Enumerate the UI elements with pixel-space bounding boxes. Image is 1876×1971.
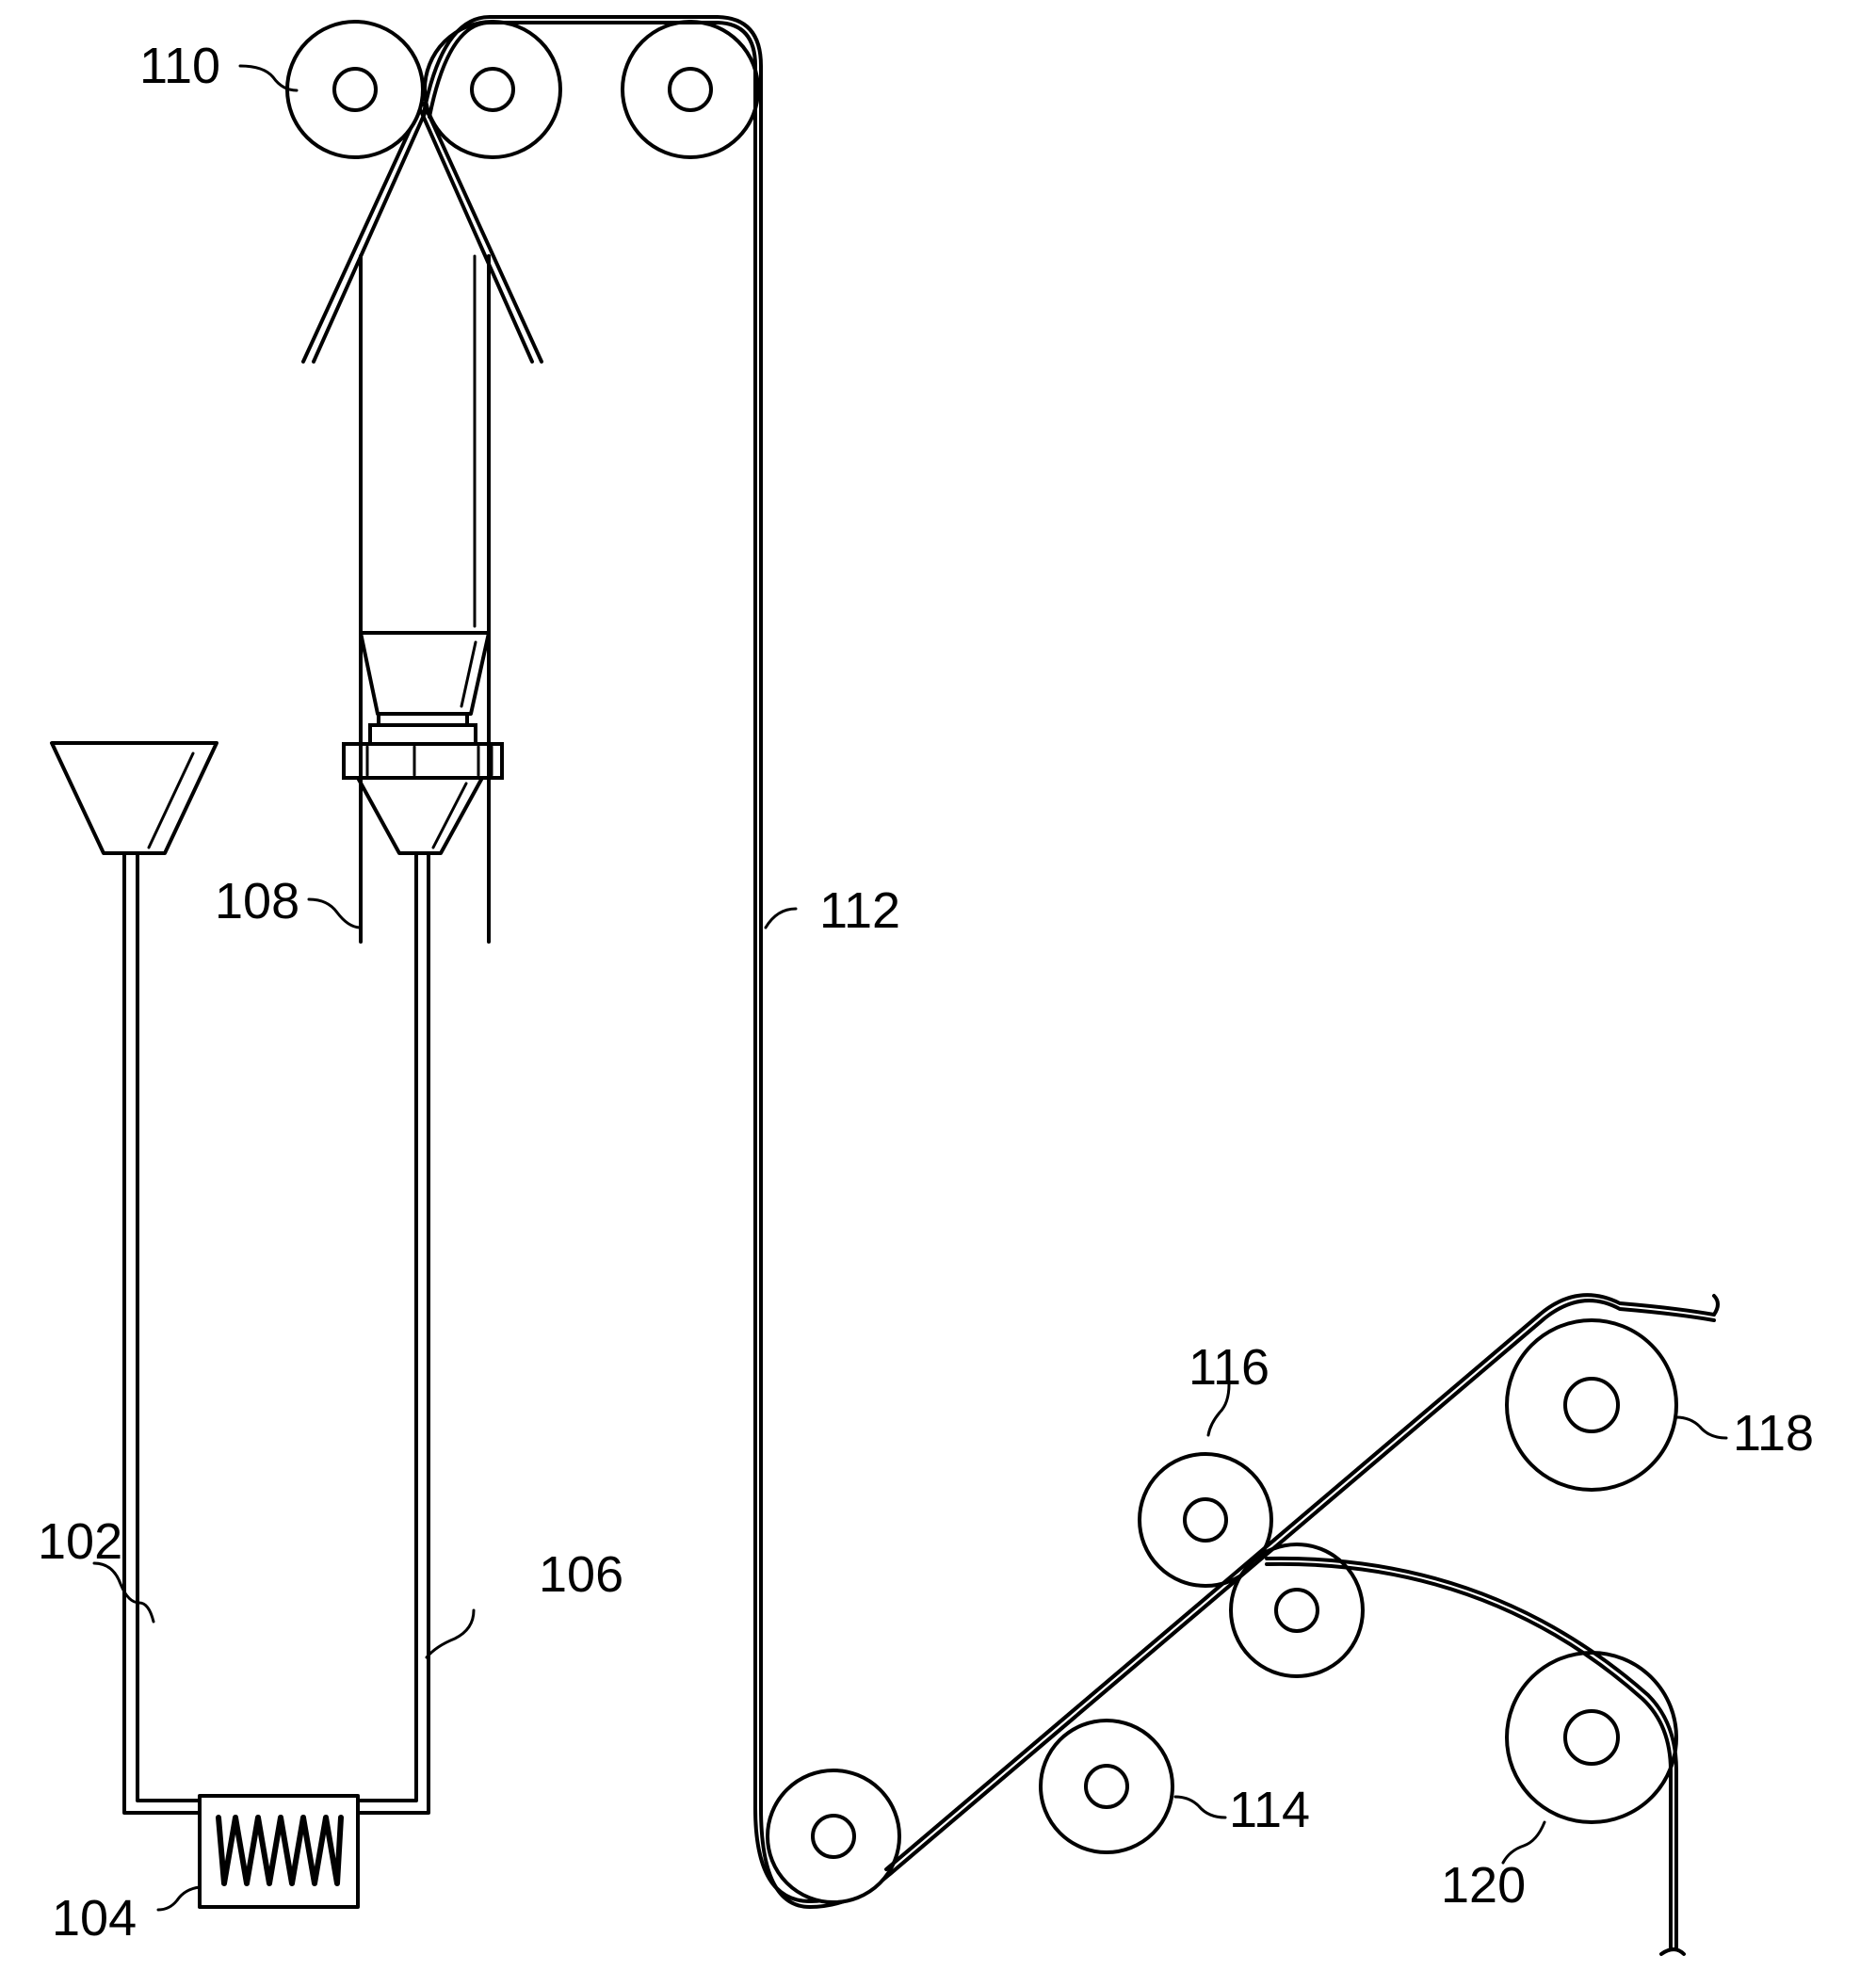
roll-114 [1041,1721,1172,1852]
nip-rolls [287,22,758,157]
label-102: 102 [38,1513,122,1570]
label-120: 120 [1441,1857,1526,1914]
web-diagonal [886,1314,1544,1874]
roll-bottom [768,1770,899,1902]
leader-lines [94,66,1726,1910]
roll-120 [1507,1653,1676,1822]
blown-tube [361,256,489,942]
label-118: 118 [1733,1405,1814,1462]
label-116: 116 [1189,1339,1270,1396]
extruder [200,1796,358,1907]
roll-118 [1507,1320,1676,1490]
die [344,714,502,853]
label-112: 112 [819,882,900,939]
label-106: 106 [539,1546,623,1603]
label-104: 104 [52,1890,137,1947]
label-110: 110 [139,38,220,94]
label-114: 114 [1229,1782,1310,1838]
feed-pipes [124,853,429,1813]
film-web [424,17,1718,1907]
label-108: 108 [215,873,299,929]
hopper [52,743,217,853]
